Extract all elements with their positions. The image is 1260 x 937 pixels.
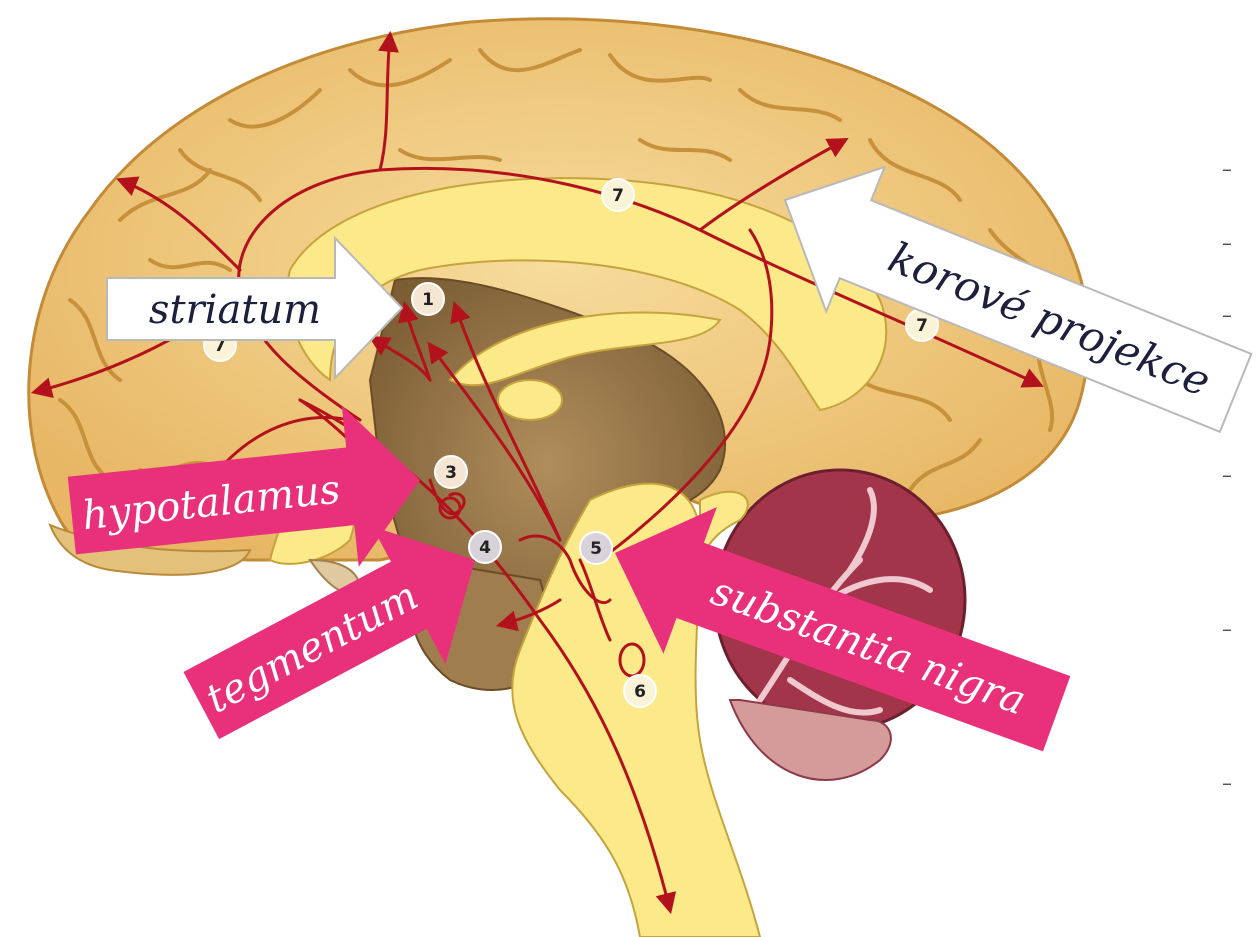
marker-5: 5: [580, 532, 612, 564]
anterior-commissure: [498, 380, 562, 420]
svg-text:3: 3: [445, 463, 457, 483]
marker-4: 4: [469, 531, 501, 563]
side-dash: –: [1222, 157, 1232, 181]
side-dash: –: [1222, 303, 1232, 327]
side-dashes: – – – – – –: [1222, 157, 1232, 795]
side-dash: –: [1222, 231, 1232, 255]
marker-7-top: 7: [602, 179, 634, 211]
svg-text:4: 4: [479, 538, 491, 558]
marker-1: 1: [412, 283, 444, 315]
marker-3: 3: [435, 456, 467, 488]
svg-text:7: 7: [612, 186, 624, 206]
side-dash: –: [1222, 463, 1232, 487]
svg-text:5: 5: [590, 539, 602, 559]
svg-text:7: 7: [916, 316, 928, 336]
marker-6: 6: [624, 675, 656, 707]
striatum-label: striatum: [149, 287, 321, 333]
svg-text:6: 6: [634, 682, 646, 702]
side-dash: –: [1222, 771, 1232, 795]
side-dash: –: [1222, 617, 1232, 641]
svg-text:1: 1: [422, 290, 434, 310]
